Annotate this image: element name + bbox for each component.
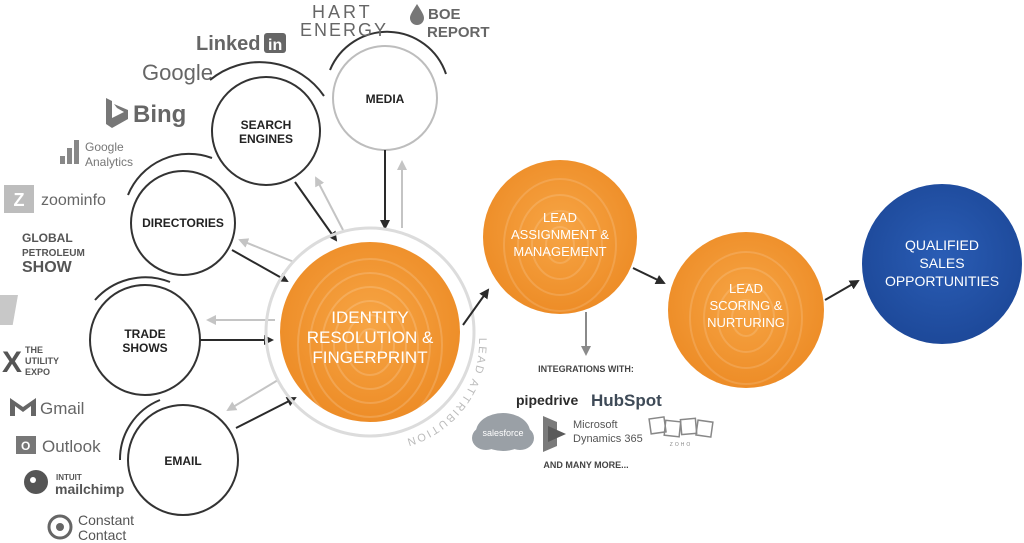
svg-text:Dynamics 365: Dynamics 365	[573, 433, 643, 445]
google-analytics-logo: Google Analytics	[60, 140, 133, 169]
hub-label-line1: IDENTITY	[331, 308, 408, 327]
constant-contact-icon	[47, 514, 73, 540]
google-logo: Google	[142, 60, 213, 85]
integrations-block: INTEGRATIONS WITH: pipedrive HubSpot sal…	[472, 364, 714, 470]
arrow-search-to-hub	[294, 181, 338, 242]
arrow-hub-to-directories	[238, 238, 295, 263]
hub-label-line2: RESOLUTION &	[307, 328, 434, 347]
lead-scoring-circle: LEAD SCORING & NURTURING	[668, 232, 824, 388]
scoring-label-line1: LEAD	[729, 281, 763, 296]
svg-text:ENERGY: ENERGY	[300, 20, 388, 40]
svg-text:Google: Google	[85, 140, 124, 154]
search-engines-circle: SEARCH ENGINES	[209, 61, 325, 186]
svg-text:Bing: Bing	[133, 101, 186, 128]
svg-text:INTUIT: INTUIT	[56, 473, 82, 482]
svg-text:HART: HART	[312, 2, 373, 22]
media-label: MEDIA	[366, 92, 405, 106]
svg-text:Linked: Linked	[196, 33, 260, 55]
search-label-line2: ENGINES	[239, 132, 293, 146]
svg-text:Contact: Contact	[78, 527, 126, 543]
assign-label-line3: MANAGEMENT	[513, 244, 606, 259]
source-arrows	[200, 150, 407, 429]
hart-energy-logo: HART ENERGY	[300, 2, 388, 40]
mailchimp-logo: INTUIT mailchimp	[24, 470, 124, 497]
pipedrive-logo: pipedrive	[516, 392, 578, 408]
svg-text:Z: Z	[14, 190, 25, 210]
arrow-scoring-to-qualified	[824, 280, 860, 301]
arrow-email-to-hub	[235, 397, 297, 429]
scoring-label-line3: NURTURING	[707, 315, 785, 330]
arrow-hub-to-email	[226, 379, 279, 412]
gmail-logo: Gmail	[10, 398, 84, 418]
svg-text:mailchimp: mailchimp	[55, 481, 124, 497]
mailchimp-icon	[24, 470, 48, 494]
svg-text:Outlook: Outlook	[42, 437, 101, 456]
lead-assignment-circle: LEAD ASSIGNMENT & MANAGEMENT	[483, 160, 637, 314]
bing-logo: Bing	[106, 98, 186, 128]
drop-icon	[410, 4, 424, 25]
email-label: EMAIL	[164, 454, 201, 468]
svg-text:X: X	[2, 346, 22, 379]
fingerprint-icon	[297, 258, 443, 432]
boe-report-logo: BOE REPORT	[410, 4, 490, 41]
svg-text:GLOBAL: GLOBAL	[22, 231, 73, 245]
svg-text:THE: THE	[25, 345, 43, 355]
ces-logo: CES	[0, 295, 71, 327]
arrow-assignment-to-scoring	[632, 267, 666, 285]
utility-expo-logo: X THE UTILITY EXPO	[2, 345, 59, 379]
trade-label-line2: SHOWS	[122, 341, 167, 355]
hub-label-line3: FINGERPRINT	[312, 348, 427, 367]
linkedin-logo: Linked in	[196, 33, 286, 55]
svg-text:REPORT: REPORT	[427, 24, 490, 41]
svg-text:zoominfo: zoominfo	[41, 192, 106, 209]
svg-text:UTILITY: UTILITY	[25, 356, 59, 366]
arrow-hub-to-assignment	[462, 288, 490, 326]
directories-circle: DIRECTORIES	[127, 152, 236, 276]
outlook-logo: O Outlook	[16, 436, 101, 456]
many-more-label: AND MANY MORE...	[543, 460, 628, 470]
media-circle: MEDIA	[329, 30, 447, 151]
trade-label-line1: TRADE	[124, 327, 165, 341]
search-label-line1: SEARCH	[241, 118, 292, 132]
hubspot-logo: HubSpot	[591, 391, 662, 410]
integrations-heading: INTEGRATIONS WITH:	[538, 364, 634, 374]
svg-text:BOE: BOE	[428, 6, 461, 23]
directories-label: DIRECTORIES	[142, 216, 224, 230]
zoominfo-logo: Z zoominfo	[4, 185, 106, 213]
microsoft-dynamics-logo: Microsoft Dynamics 365	[543, 416, 643, 452]
svg-text:PETROLEUM: PETROLEUM	[22, 248, 85, 259]
zoho-logo: ZOHO	[648, 416, 714, 448]
email-circle: EMAIL	[118, 399, 239, 516]
svg-text:salesforce: salesforce	[482, 428, 523, 438]
constant-contact-logo: Constant Contact	[47, 512, 134, 543]
qualified-label-line1: QUALIFIED	[905, 237, 979, 253]
bing-icon	[106, 98, 128, 128]
qualified-label-line2: SALES	[919, 255, 964, 271]
scoring-label-line2: SCORING &	[710, 298, 783, 313]
gmail-icon	[10, 398, 36, 416]
arrow-directories-to-hub	[231, 249, 289, 282]
svg-text:Analytics: Analytics	[85, 155, 133, 169]
svg-text:Constant: Constant	[78, 512, 134, 528]
svg-text:CES: CES	[18, 297, 71, 327]
svg-text:Gmail: Gmail	[40, 399, 84, 418]
outlook-icon	[16, 436, 36, 454]
svg-text:O: O	[21, 439, 30, 453]
salesforce-logo: salesforce	[472, 413, 534, 451]
svg-text:Microsoft: Microsoft	[573, 419, 618, 431]
svg-text:EXPO: EXPO	[25, 367, 50, 377]
source-logos: HART ENERGY BOE REPORT Linked in Google …	[0, 2, 490, 543]
arrow-hub-to-search	[315, 176, 344, 231]
assign-label-line1: LEAD	[543, 210, 577, 225]
qualified-opportunities-circle: QUALIFIED SALES OPPORTUNITIES	[862, 184, 1022, 344]
global-petroleum-show-logo: GLOBAL PETROLEUM SHOW	[22, 231, 85, 276]
identity-hub: IDENTITY RESOLUTION & FINGERPRINT LEAD A…	[264, 226, 486, 448]
svg-text:SHOW: SHOW	[22, 259, 73, 276]
svg-text:ZOHO: ZOHO	[670, 442, 692, 448]
qualified-label-line3: OPPORTUNITIES	[885, 273, 999, 289]
trade-shows-circle: TRADE SHOWS	[89, 276, 201, 396]
svg-text:in: in	[268, 37, 282, 54]
assign-label-line2: ASSIGNMENT &	[511, 227, 609, 242]
